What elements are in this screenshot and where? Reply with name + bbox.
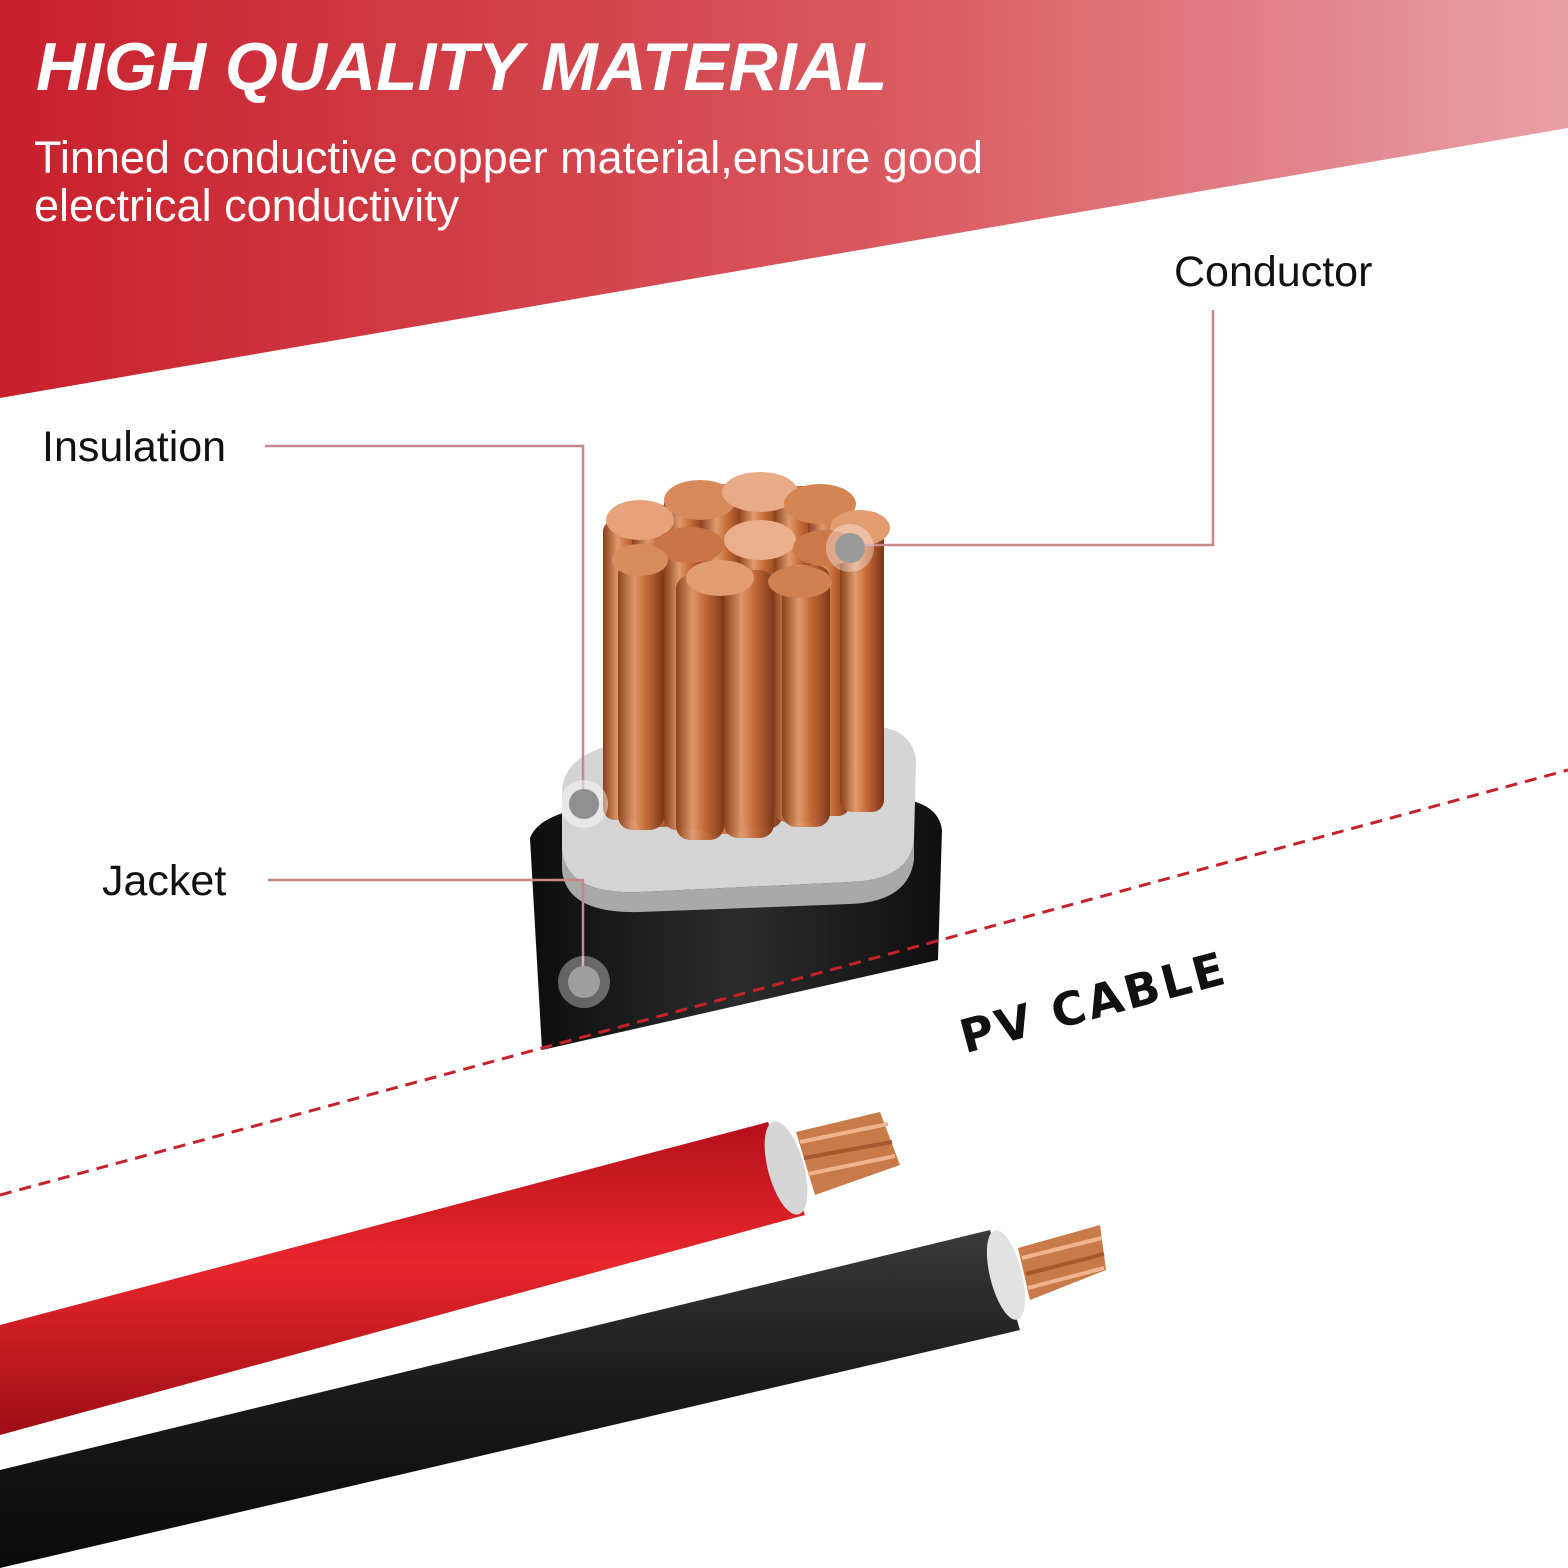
insulation-leader [265,444,585,800]
callout-leader-lines [265,310,1215,978]
cable-cross-section [530,472,942,1050]
conductor-leader [850,310,1215,547]
feature-description: Tinned conductive copper material,ensure… [34,132,983,231]
section-divider [0,768,1568,1197]
jacket-leader [268,878,585,978]
conductor-strands [603,472,890,840]
red-pv-cable [0,1112,900,1435]
headline: HIGH QUALITY MATERIAL [36,29,888,105]
header-banner [0,0,1568,398]
jacket-label: Jacket [102,857,227,905]
callout-pointer-dots [558,524,874,1008]
black-pv-cable [0,1225,1106,1568]
insulation-label: Insulation [42,423,227,471]
conductor-label: Conductor [1174,248,1373,296]
